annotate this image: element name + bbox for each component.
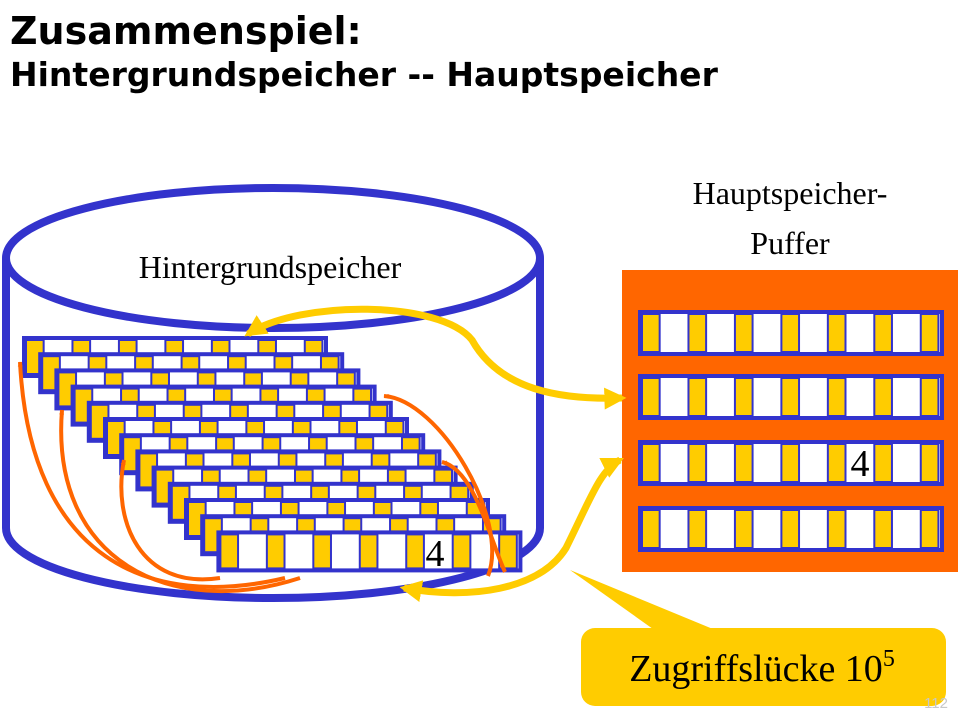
disk-page-4-label: 4 <box>426 533 445 575</box>
disk-arrow <box>59 409 301 593</box>
callout-pointer <box>570 570 725 634</box>
page-slot <box>219 533 240 570</box>
page-slot <box>873 313 893 353</box>
page-slot <box>826 443 847 483</box>
page-slot <box>687 377 708 417</box>
page-slot <box>312 533 332 570</box>
buffer-frame <box>638 374 944 420</box>
page-slot <box>687 443 708 483</box>
page-slot <box>641 509 661 549</box>
disk-arrow <box>17 361 286 589</box>
page-slot <box>780 443 801 483</box>
page-slot <box>358 533 379 570</box>
page-slot <box>780 313 801 353</box>
slide-number: 112 <box>924 695 948 712</box>
page-slot <box>826 509 847 549</box>
page-slot <box>687 313 708 353</box>
page-slot <box>733 443 754 483</box>
page-slot <box>641 443 661 483</box>
page-slot <box>451 533 472 570</box>
callout-text: Zugriffslücke 105 <box>629 646 895 690</box>
disk-label: Hintergrundspeicher <box>139 249 402 285</box>
page-slot <box>733 509 754 549</box>
page-slot <box>919 509 940 549</box>
buffer-label-line-2: Puffer <box>750 225 830 261</box>
title-line-1: Zusammenspiel: <box>10 9 362 53</box>
buffer-frame <box>638 310 944 356</box>
callout-box <box>581 628 946 706</box>
page-slot <box>780 509 801 549</box>
page-slot <box>873 377 893 417</box>
page-slot <box>733 313 754 353</box>
callout-exponent: 5 <box>883 646 895 672</box>
disk-page <box>216 530 523 573</box>
page-slot <box>641 377 661 417</box>
page-slot <box>733 377 754 417</box>
page-slot <box>873 509 893 549</box>
transfer-arrow-top <box>244 305 627 410</box>
page-slot <box>919 377 940 417</box>
page-slot <box>826 377 847 417</box>
transfer-arrow-page-4 <box>399 456 624 602</box>
buffer-label-line-1: Hauptspeicher- <box>693 175 888 211</box>
access-gap-callout: Zugriffslücke 105 <box>570 570 946 706</box>
page-slot <box>687 509 708 549</box>
title-line-2: Hintergrundspeicher -- Hauptspeicher <box>10 55 718 94</box>
page-title: Zusammenspiel: Hintergrundspeicher -- Ha… <box>10 8 718 96</box>
page-slot <box>641 313 661 353</box>
page-slot <box>405 533 425 570</box>
page-slot <box>826 313 847 353</box>
page-slot <box>919 443 940 483</box>
buffer-page-4-label: 4 <box>851 443 870 485</box>
buffer-frame <box>638 440 944 486</box>
callout-main-text: Zugriffslücke 10 <box>629 648 883 690</box>
page-slot <box>265 533 286 570</box>
disk-arrow <box>119 459 221 582</box>
page-slot <box>873 443 893 483</box>
page-slot <box>919 313 940 353</box>
page-slot <box>780 377 801 417</box>
buffer-frame <box>638 506 944 552</box>
buffer-frames <box>638 310 944 552</box>
